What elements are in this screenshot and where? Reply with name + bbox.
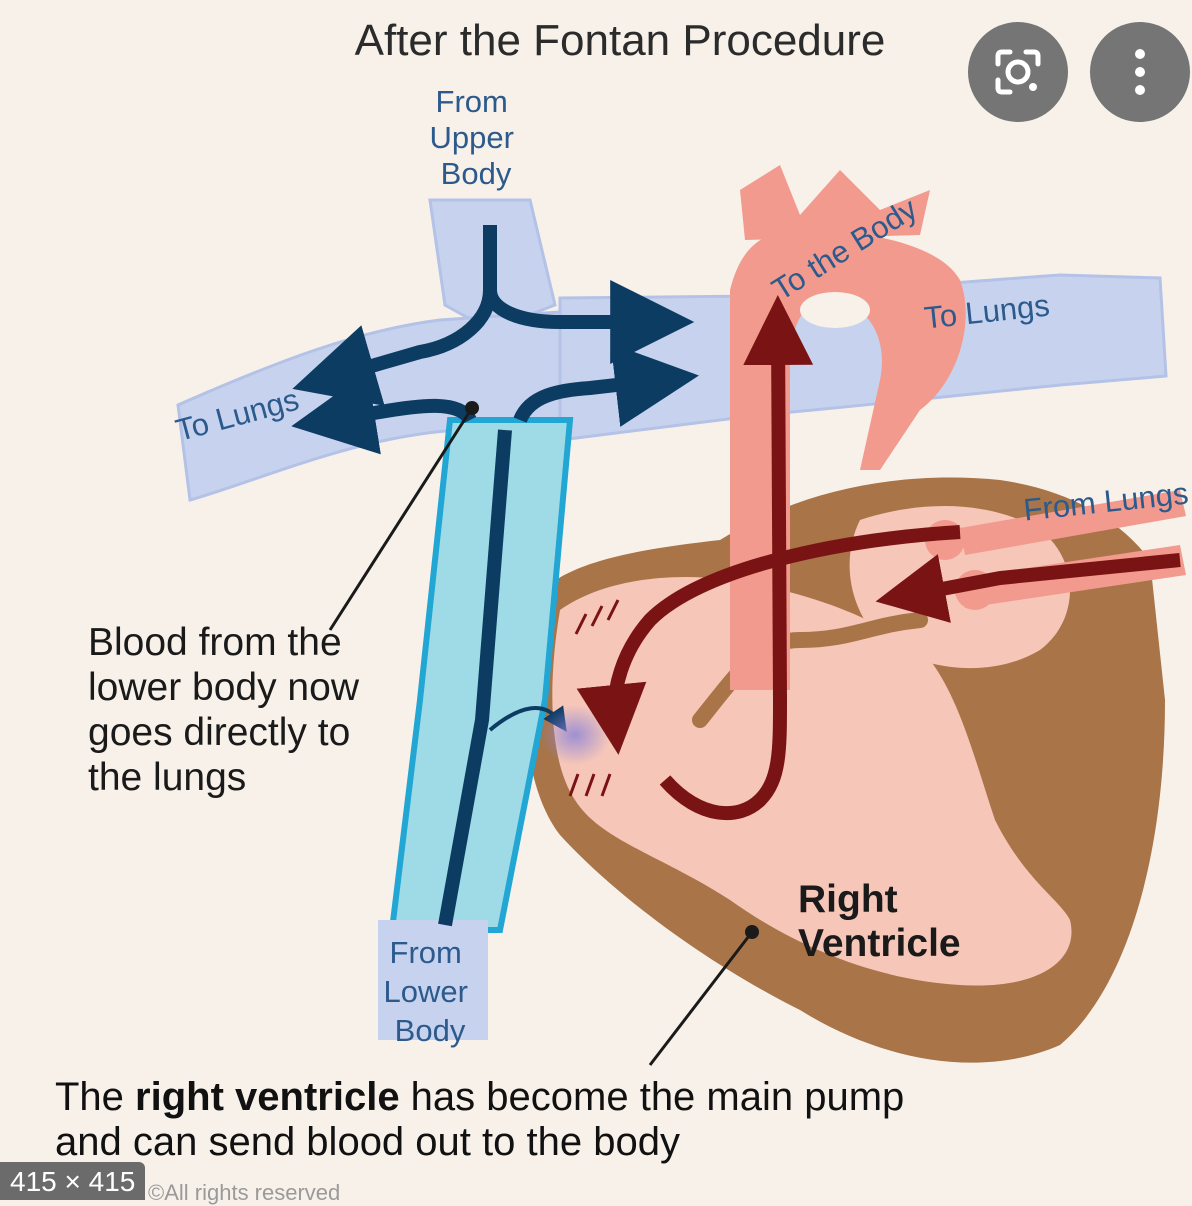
pointer-right-ventricle bbox=[648, 931, 754, 1066]
aortic-arch-opening bbox=[800, 292, 870, 328]
caption-line-2: and can send blood out to the body bbox=[55, 1120, 680, 1164]
oxy-arrow-from-lungs-lower bbox=[875, 553, 1181, 623]
pointer-blood-note bbox=[328, 407, 474, 631]
more-options-button[interactable] bbox=[1090, 22, 1190, 122]
ivc-lower-segment bbox=[378, 920, 488, 1040]
lens-icon bbox=[995, 49, 1041, 95]
diagram-title: After the Fontan Procedure bbox=[355, 16, 886, 65]
pointer-right-ventricle-dot bbox=[745, 925, 759, 939]
oxy-arrow-to-body bbox=[659, 295, 814, 821]
oxy-arrow-from-lungs-upper bbox=[576, 525, 961, 755]
more-vert-icon bbox=[1135, 49, 1145, 95]
flow-arrow-lower-to-right bbox=[513, 343, 699, 427]
lens-button[interactable] bbox=[968, 22, 1068, 122]
caption-line-1: The right ventricle has become the main … bbox=[55, 1075, 904, 1119]
label-from-upper-body: From Upper Body bbox=[429, 84, 522, 191]
flow-line-ivc bbox=[438, 429, 512, 927]
pulmonary-vein-upper bbox=[960, 490, 1186, 555]
rights-text: ©All rights reserved bbox=[148, 1180, 341, 1205]
label-blood-note: Blood from the lower body now goes direc… bbox=[88, 621, 370, 799]
suture-marks-lower bbox=[568, 773, 612, 797]
image-size-badge: 415 × 415 bbox=[0, 1162, 146, 1200]
aortic-arch-vessels bbox=[740, 165, 930, 240]
heart-inner-chamber bbox=[552, 577, 1072, 986]
label-right-ventricle: Right Ventricle bbox=[798, 878, 961, 965]
flow-arrow-lower-to-left bbox=[291, 371, 477, 455]
flow-arrow-upper-to-left bbox=[292, 289, 497, 406]
suture-marks-upper bbox=[574, 599, 620, 635]
label-from-lower-body: From Lower Body bbox=[383, 935, 476, 1048]
pointer-blood-note-dot bbox=[465, 401, 479, 415]
fenestration-glow bbox=[540, 705, 610, 765]
